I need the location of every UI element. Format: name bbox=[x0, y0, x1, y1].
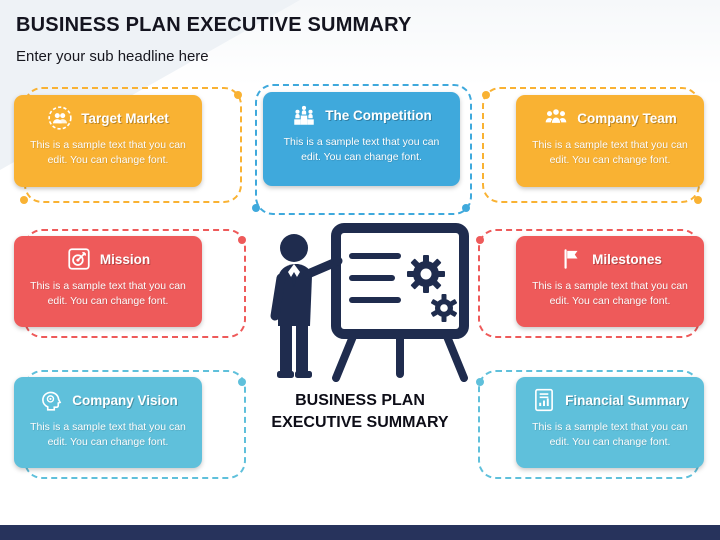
card-header: Financial Summary bbox=[528, 387, 692, 413]
card-target-market: Target Market This is a sample text that… bbox=[14, 95, 202, 187]
card-financial-summary: Financial Summary This is a sample text … bbox=[516, 377, 704, 468]
card-body-text: This is a sample text that you can edit.… bbox=[30, 139, 186, 166]
card-mission: Mission This is a sample text that you c… bbox=[14, 236, 202, 327]
connector-dot bbox=[476, 236, 484, 244]
card-header: The Competition bbox=[275, 102, 448, 128]
card-body-text: This is a sample text that you can edit.… bbox=[532, 280, 688, 307]
card-header: Mission bbox=[26, 246, 190, 272]
card-body-text: This is a sample text that you can edit.… bbox=[532, 421, 688, 448]
card-header: Company Team bbox=[528, 105, 692, 131]
card-title: Milestones bbox=[592, 251, 662, 267]
connector-dot bbox=[476, 378, 484, 386]
connector-dot bbox=[234, 91, 242, 99]
card-body-text: This is a sample text that you can edit.… bbox=[30, 421, 186, 448]
center-caption: BUSINESS PLAN EXECUTIVE SUMMARY bbox=[245, 390, 475, 434]
card-body-text: This is a sample text that you can edit.… bbox=[532, 139, 688, 166]
card-header: Company Vision bbox=[26, 387, 190, 413]
connector-dot bbox=[20, 196, 28, 204]
connector-dot bbox=[694, 196, 702, 204]
card-title: Company Team bbox=[577, 110, 677, 126]
card-milestones: Milestones This is a sample text that yo… bbox=[516, 236, 704, 327]
target-market-icon bbox=[47, 105, 73, 131]
mission-icon bbox=[66, 246, 92, 272]
card-body-text: This is a sample text that you can edit.… bbox=[30, 280, 186, 307]
page-title: BUSINESS PLAN EXECUTIVE SUMMARY bbox=[16, 14, 412, 36]
card-the-competition: The Competition This is a sample text th… bbox=[263, 92, 460, 186]
card-title: Company Vision bbox=[72, 392, 178, 408]
center-caption-line1: BUSINESS PLAN bbox=[295, 392, 425, 409]
card-title: Target Market bbox=[81, 110, 169, 126]
card-title: The Competition bbox=[325, 107, 432, 123]
competition-icon bbox=[291, 102, 317, 128]
card-header: Target Market bbox=[26, 105, 190, 131]
connector-dot bbox=[462, 204, 470, 212]
card-title: Mission bbox=[99, 251, 151, 267]
company-vision-icon bbox=[38, 387, 64, 413]
page-subtitle: Enter your sub headline here bbox=[16, 48, 209, 65]
center-caption-line2: EXECUTIVE SUMMARY bbox=[271, 414, 449, 431]
connector-dot bbox=[238, 378, 246, 386]
milestones-icon bbox=[558, 246, 584, 272]
connector-dot bbox=[252, 204, 260, 212]
card-title: Financial Summary bbox=[565, 392, 689, 408]
connector-outline-competition bbox=[255, 84, 472, 215]
connector-dot bbox=[238, 236, 246, 244]
presenter-flipchart-illustration bbox=[250, 222, 470, 382]
card-header: Milestones bbox=[528, 246, 692, 272]
company-team-icon bbox=[543, 105, 569, 131]
financial-summary-icon bbox=[531, 387, 557, 413]
footer-bar bbox=[0, 525, 720, 540]
card-body-text: This is a sample text that you can edit.… bbox=[283, 136, 440, 163]
connector-dot bbox=[482, 91, 490, 99]
card-company-team: Company Team This is a sample text that … bbox=[516, 95, 704, 187]
card-company-vision: Company Vision This is a sample text tha… bbox=[14, 377, 202, 468]
